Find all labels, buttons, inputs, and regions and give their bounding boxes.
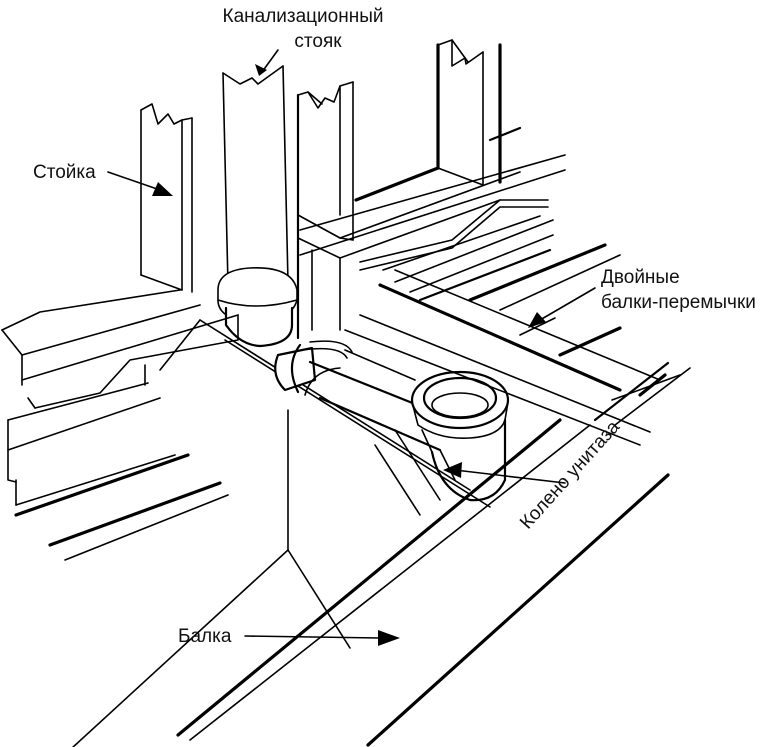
arrow-joist: [244, 635, 381, 639]
arrow-double-header: [539, 287, 596, 321]
closet-bend: [410, 370, 510, 502]
label-soil-stack-line1: Канализационный: [223, 6, 384, 27]
middle-stud: [296, 81, 521, 340]
callout-arrows: [107, 49, 596, 646]
label-soil-stack-line2: стояк: [294, 31, 342, 52]
double-header-joists: [344, 269, 681, 446]
left-stud: [140, 103, 193, 293]
label-double-header-line2: балки-перемычки: [601, 292, 756, 313]
drain-pipe: [274, 340, 442, 452]
arrowhead-stack: [255, 64, 267, 76]
arrow-stud: [107, 171, 161, 191]
soil-stack: [217, 65, 298, 348]
floor-joists: [71, 361, 691, 747]
arrowhead-joist: [378, 630, 400, 646]
arrowhead-closet-bend: [443, 462, 462, 478]
arrowhead-stud: [152, 182, 173, 196]
arrowhead-double-header: [528, 312, 546, 328]
label-double-header-line1: Двойные: [601, 267, 680, 288]
arrow-closet-bend: [454, 469, 566, 484]
arrow-stack: [261, 49, 279, 73]
label-joist: Балка: [178, 626, 232, 647]
back-wall-framing: [299, 39, 621, 311]
label-stud: Стойка: [33, 162, 96, 183]
label-closet-bend: Колено унитаза: [516, 416, 624, 533]
left-plate-and-beam: [1, 289, 491, 561]
